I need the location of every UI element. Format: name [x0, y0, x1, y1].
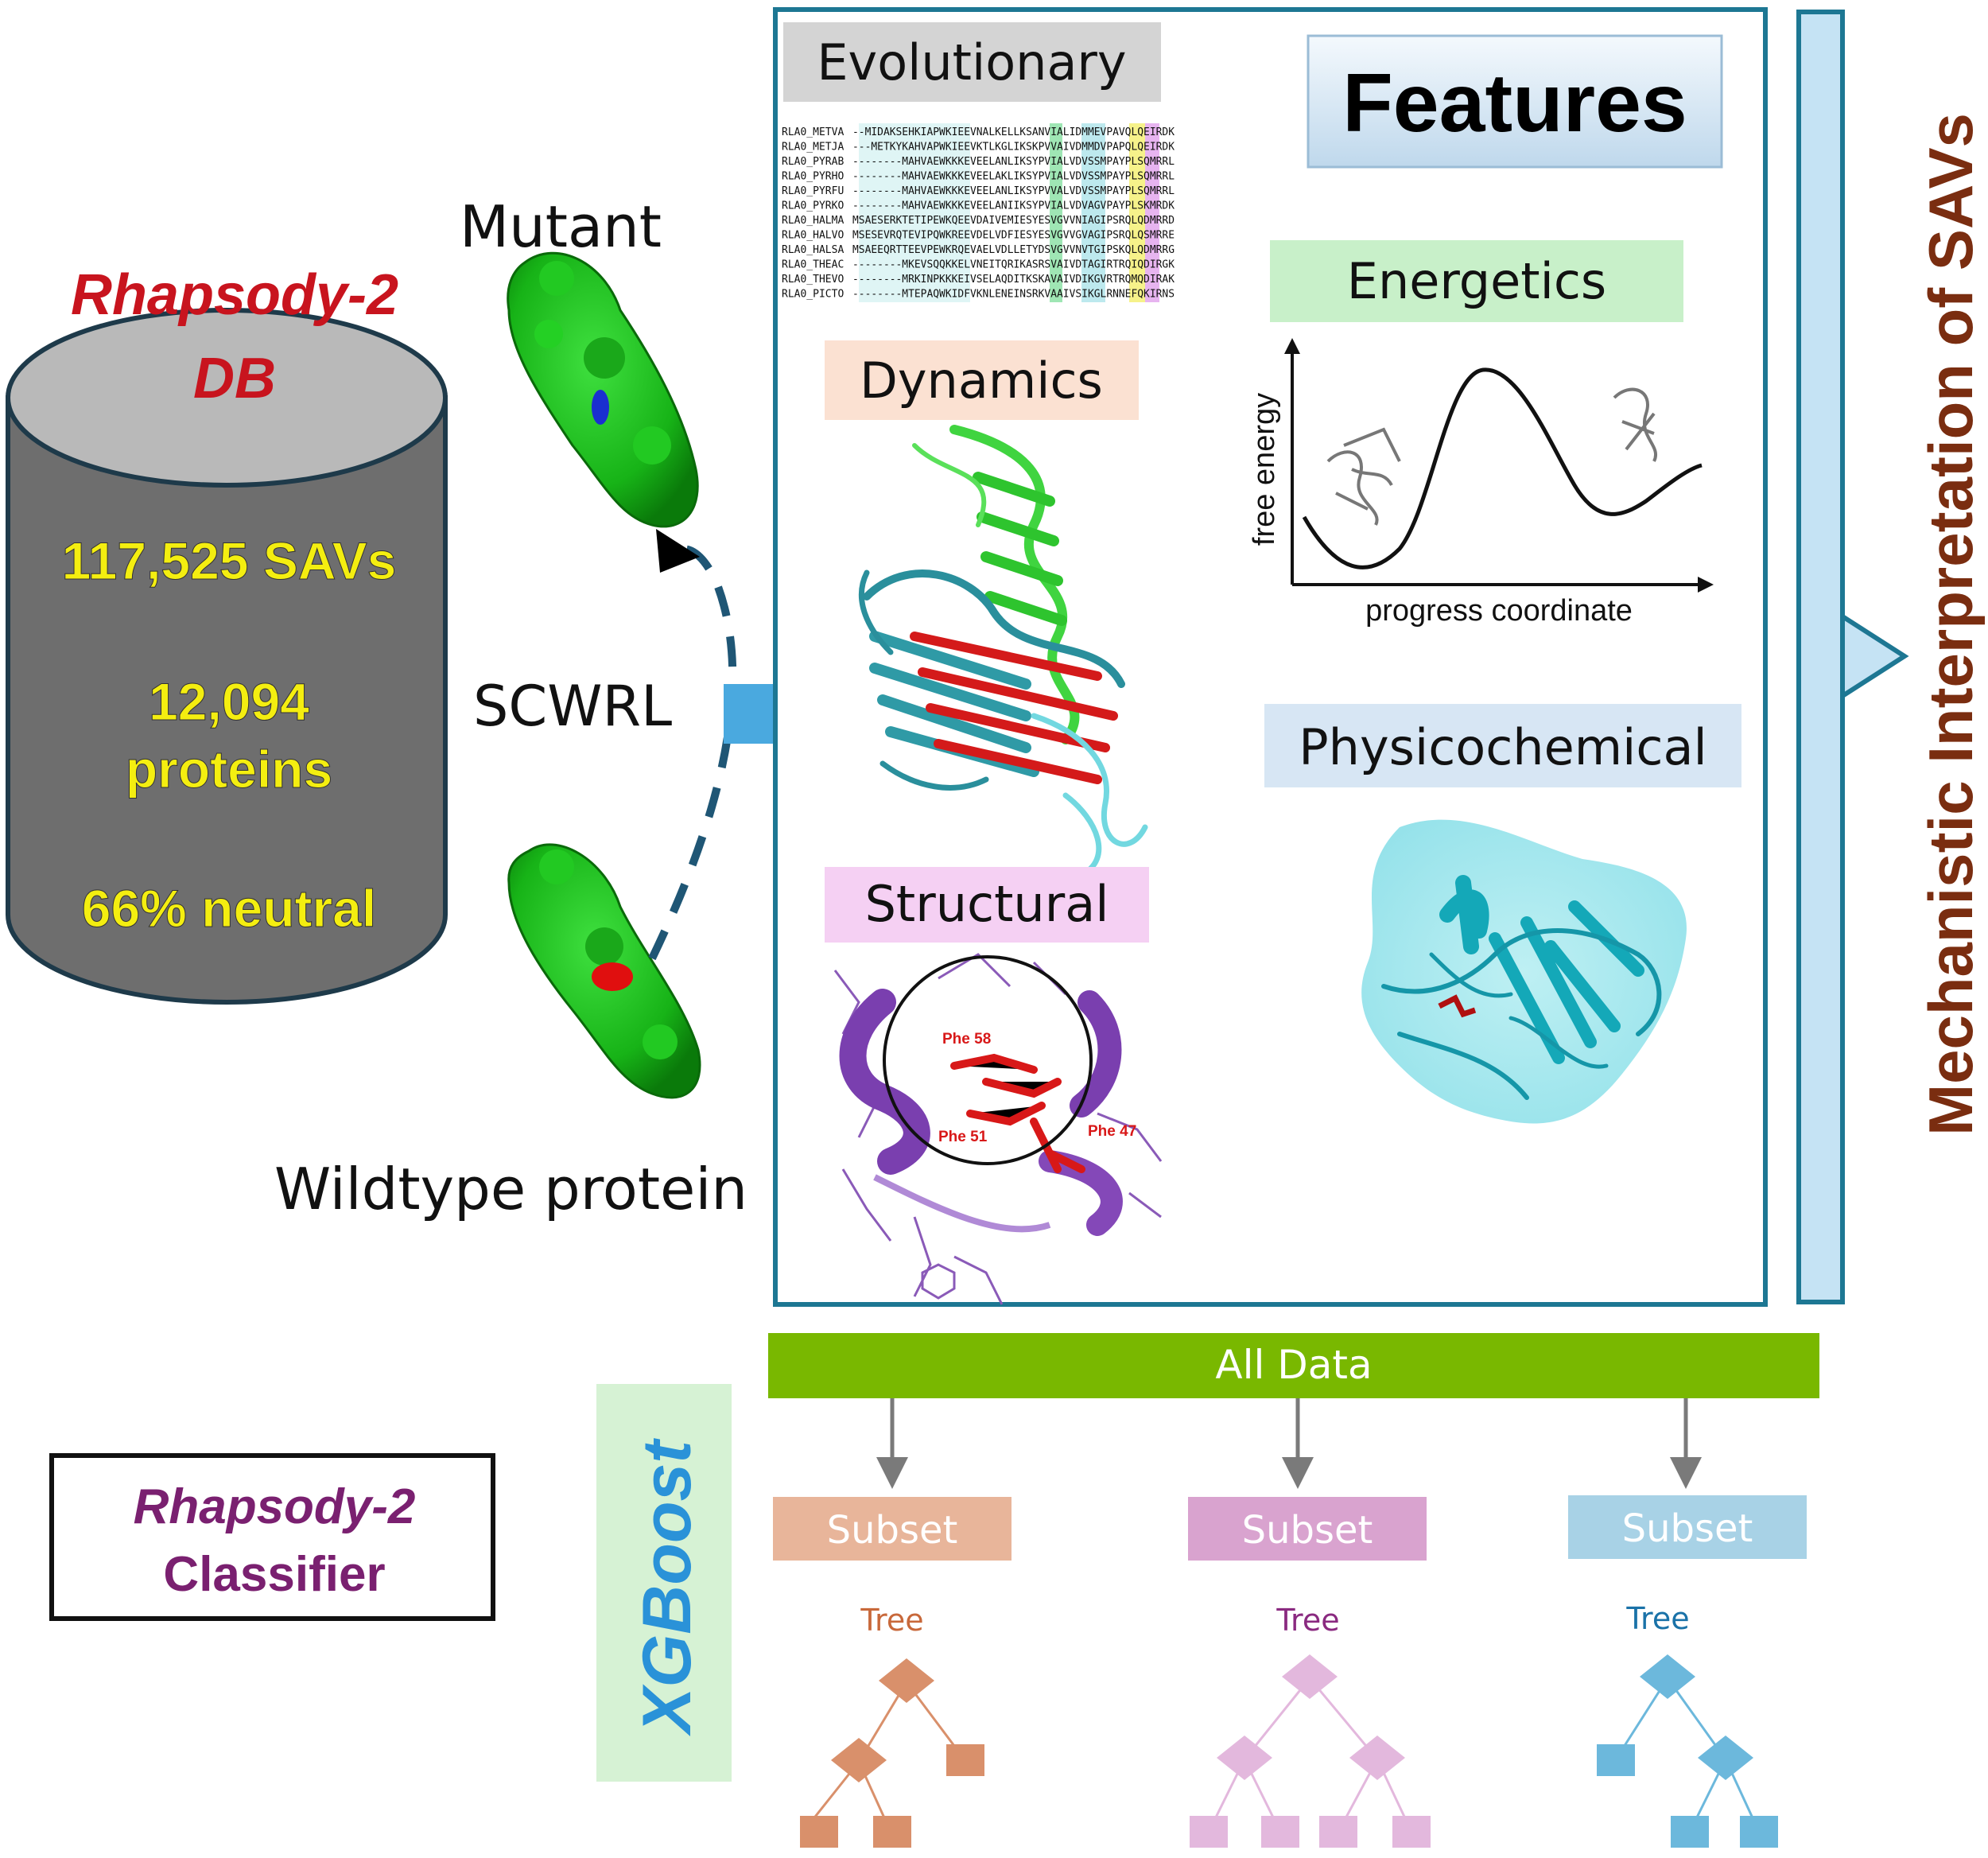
structural-label-box [825, 867, 1149, 943]
highlight-circle [883, 955, 1093, 1165]
protein-surface-icon [507, 251, 699, 528]
alignment-sequence: ---METKYKAHVAPWKIEEVKTLKGLIKSKPVVAIVDMMD… [852, 142, 1175, 154]
wildtype-protein-surface-icon [507, 843, 701, 1099]
sequence-alignment: RLA0_METVA RLA0_METJA RLA0_PYRAB RLA0_PYRHO… [782, 123, 1175, 302]
cylinder-body [6, 395, 448, 1005]
features-title: Features [1342, 57, 1687, 150]
dynamics-label: Dynamics [860, 352, 1103, 410]
decision-tree-icon-3 [1597, 1654, 1778, 1848]
subset-box-2 [1188, 1497, 1427, 1561]
db-stat-proteins-word: proteins [126, 740, 332, 799]
alignment-sequence: --------MTEPAQWKIDFVKNLENEINSRKVAAIVSIKG… [852, 289, 1175, 301]
alignment-sequence: --------MAHVAEWKKKEVEELANIIKSYPVIALVDVAG… [852, 200, 1175, 212]
alignment-name: RLA0_PICTO [782, 289, 844, 301]
residue-label-1: Phe 58 [942, 1031, 991, 1048]
alignment-sequence: --------MRKINPKKKEIVSELAQDITKSKAVAIVDIKG… [852, 274, 1175, 286]
alignment-sequence: --------MAHVAEWKKKEVEELANLIKSYPVIALVDVSS… [852, 156, 1175, 168]
mutant-site [592, 390, 609, 425]
subset-label-1: Subset [827, 1508, 958, 1553]
energy-ylabel: free energy [1248, 393, 1281, 546]
alignment-sequence: MSAESERKTETIPEWKQEEVDAIVEMIESYESVGVVNIAG… [852, 215, 1175, 227]
interpretation-label: Mechanistic Interpretation of SAVs [1916, 113, 1986, 1136]
alignment-name: RLA0_HALMA [782, 215, 844, 227]
subset-label-3: Subset [1622, 1506, 1753, 1551]
energetics-label: Energetics [1347, 252, 1606, 310]
physicochemical-label-box [1264, 704, 1741, 787]
tree-label-3: Tree [1625, 1601, 1689, 1636]
database-cylinder [6, 308, 448, 1005]
alignment-sequence: --------MKEVSQQKKELVNEITQRIKASRSVAIVDTAG… [852, 259, 1175, 271]
alignment-sequence: --------MAHVAEWKKKEVEELANLIKSYPVVALVDVSS… [852, 185, 1175, 197]
db-title-line2: DB [193, 347, 276, 410]
xgboost-label: XGBoost [629, 1438, 705, 1736]
interpretation-bar [1796, 10, 1909, 1304]
alignment-sequence: MSAEEQRTTEEVPEWKRQEVAELVDLLETYDSVGVVNVTG… [852, 244, 1175, 256]
alignment-sequence: --MIDAKSEHKIAPWKIEEVNALKELLKSANVIALIDMME… [852, 126, 1175, 138]
tree-label-1: Tree [860, 1603, 923, 1638]
mutant-label: Mutant [460, 193, 662, 260]
evolutionary-label-box [783, 22, 1161, 102]
alignment-name: RLA0_PYRAB [782, 156, 844, 168]
wildtype-label: Wildtype protein [274, 1156, 747, 1222]
scwrl-dashed-arrow [648, 545, 737, 961]
classifier-box [49, 1453, 495, 1621]
decision-tree-icon [800, 1658, 984, 1848]
energy-xlabel: progress coordinate [1365, 594, 1633, 628]
db-stat-neutral: 66% neutral [82, 879, 376, 938]
db-stat-savs: 117,525 SAVs [62, 531, 397, 590]
xgboost-box [596, 1384, 732, 1782]
alignment-name: RLA0_METVA [782, 126, 844, 138]
subset-box-3 [1568, 1495, 1807, 1559]
structural-label: Structural [865, 875, 1109, 933]
all-data-bar [768, 1333, 1819, 1398]
alignment-sequence: MSESEVRQTEVIPQWKREEVDELVDFIESYESVGVVGVAG… [852, 230, 1175, 242]
decision-tree-icon-2 [1190, 1654, 1431, 1848]
cylinder-top [6, 308, 448, 488]
alignment-sequence: --------MAHVAEWKKKEVEELAKLIKSYPVIALVDVSS… [852, 171, 1175, 183]
classifier-line1: Rhapsody-2 [134, 1479, 416, 1534]
alignment-name: RLA0_PYRFU [782, 185, 844, 197]
alignment-name: RLA0_METJA [782, 142, 844, 154]
evolutionary-label: Evolutionary [817, 33, 1126, 91]
tree-label-2: Tree [1276, 1603, 1339, 1638]
classifier-line2: Classifier [163, 1547, 385, 1602]
scwrl-arrowhead [656, 529, 700, 573]
alignment-name: RLA0_THEAC [782, 259, 844, 271]
alignment-name: RLA0_HALVO [782, 230, 844, 242]
physicochemical-label: Physicochemical [1299, 718, 1706, 776]
alignment-name: RLA0_PYRKO [782, 200, 844, 212]
scwrl-label: SCWRL [473, 674, 672, 739]
all-data-label: All Data [1215, 1342, 1372, 1388]
alignment-name: RLA0_THEVO [782, 274, 844, 286]
energetics-label-box [1270, 240, 1683, 322]
features-title-box [1307, 34, 1723, 169]
energy-landscape-icon: free energy progress coordinate [1248, 338, 1714, 628]
structural-detail-icon: Phe 58 Phe 51 Phe 47 [833, 953, 1163, 1305]
db-title-line1: Rhapsody-2 [71, 263, 398, 327]
wildtype-site [592, 962, 633, 991]
alignment-name: RLA0_PYRHO [782, 171, 844, 183]
dynamics-label-box [825, 340, 1139, 420]
physicochemical-protein-icon [1361, 819, 1687, 1124]
residue-label-2: Phe 51 [938, 1129, 988, 1145]
db-stat-proteins-count: 12,094 [149, 672, 309, 731]
alignment-name: RLA0_HALSA [782, 244, 844, 256]
subset-label-2: Subset [1242, 1508, 1373, 1553]
residue-label-3: Phe 47 [1088, 1123, 1136, 1140]
subset-box-1 [773, 1497, 1011, 1561]
